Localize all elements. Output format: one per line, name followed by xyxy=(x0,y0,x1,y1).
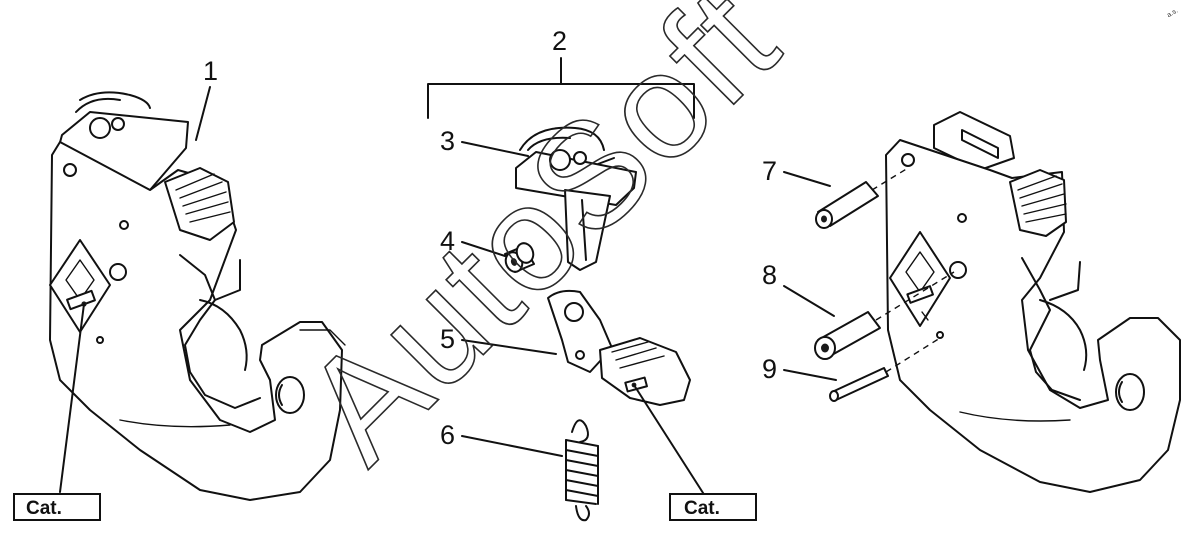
leader-6 xyxy=(461,435,563,457)
callout-3: 3 xyxy=(440,126,455,156)
part-3-latch-lever xyxy=(515,126,637,271)
part-5-trigger xyxy=(547,289,706,497)
part-4-bushing xyxy=(504,242,535,273)
callout-4: 4 xyxy=(440,226,455,256)
right-hook-assembly xyxy=(885,111,1181,493)
leader-5 xyxy=(461,339,557,355)
callout-8: 8 xyxy=(762,260,777,290)
cat-label-left: Cat. xyxy=(13,493,101,521)
part-6-spring xyxy=(565,419,599,522)
cat-label-center: Cat. xyxy=(669,493,757,521)
callout-5: 5 xyxy=(440,324,455,354)
callout-1: 1 xyxy=(203,56,218,86)
cat-label-center-text: Cat. xyxy=(684,498,720,519)
leader-3 xyxy=(461,141,529,157)
part-7-pin xyxy=(815,167,909,229)
part-8-bushing xyxy=(814,271,955,360)
corner-mark: a.s. xyxy=(1166,7,1179,19)
group-bracket-2 xyxy=(427,57,695,119)
left-hook-assembly xyxy=(49,86,346,501)
leader-9 xyxy=(783,369,837,381)
cat-label-left-text: Cat. xyxy=(26,498,62,519)
leader-4 xyxy=(461,241,506,257)
callout-9: 9 xyxy=(762,354,777,384)
leader-8 xyxy=(783,285,835,317)
callout-2: 2 xyxy=(552,26,567,56)
callout-6: 6 xyxy=(440,420,455,450)
leader-7 xyxy=(783,171,831,187)
watermark: AutoSoft xyxy=(272,0,809,493)
callout-7: 7 xyxy=(762,156,777,186)
part-9-pin xyxy=(829,337,941,402)
